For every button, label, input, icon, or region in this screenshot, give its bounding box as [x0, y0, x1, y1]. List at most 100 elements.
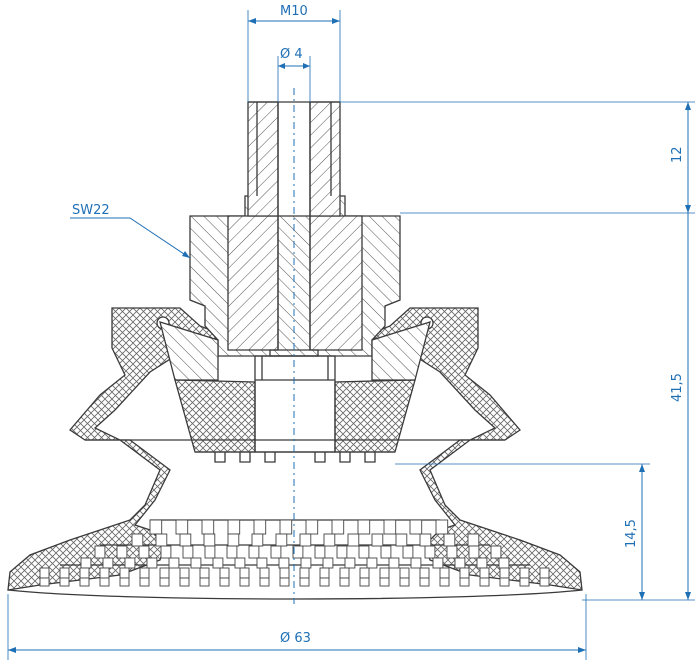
grip-rib	[270, 545, 282, 559]
grip-rib	[204, 545, 216, 559]
grip-rib	[366, 557, 378, 569]
grip-rib	[446, 545, 458, 559]
dim-height-thread-label: 12	[670, 146, 685, 163]
grip-rib	[131, 533, 144, 547]
grip-rib	[139, 567, 150, 579]
grip-rib	[155, 533, 168, 547]
grip-rib	[359, 567, 370, 579]
grip-rib	[179, 577, 190, 587]
metal-body	[159, 195, 431, 453]
grip-rib	[424, 545, 436, 559]
grip-rib	[323, 533, 336, 547]
grip-rib	[399, 577, 410, 587]
grip-rib	[179, 567, 190, 579]
dim-wrench: SW22	[70, 203, 191, 259]
dim-height-thread: 12	[340, 101, 695, 214]
grip-rib	[305, 519, 319, 535]
grip-rib	[499, 567, 510, 579]
grip-rib	[347, 533, 360, 547]
cup-base-line	[7, 589, 583, 600]
grip-rib	[439, 577, 450, 587]
grip-rib	[459, 567, 470, 579]
grip-rib	[179, 533, 192, 547]
grip-rib	[395, 533, 408, 547]
grip-rib	[380, 545, 392, 559]
grip-rib	[539, 577, 550, 587]
grip-rib	[119, 567, 130, 579]
grip-rib	[116, 545, 128, 559]
grip-rib	[498, 557, 510, 569]
grip-rib	[139, 577, 150, 587]
grip-rib	[175, 519, 189, 535]
grip-rib	[459, 577, 470, 587]
grip-rib	[256, 557, 268, 569]
grip-rib	[379, 567, 390, 579]
grip-rib	[357, 519, 371, 535]
grip-rib	[227, 519, 241, 535]
dim-diameter-label: Ø 63	[280, 631, 311, 646]
grip-rib	[279, 577, 290, 587]
grip-rib	[138, 545, 150, 559]
grip-rib	[39, 577, 50, 587]
grip-rib	[160, 545, 172, 559]
grip-rib	[402, 545, 414, 559]
grip-rib	[159, 577, 170, 587]
grip-rib	[388, 557, 400, 569]
grip-rib	[149, 519, 163, 535]
grip-rib	[322, 557, 334, 569]
grip-ribs	[39, 519, 550, 587]
grip-rib	[59, 577, 70, 587]
dim-diameter: Ø 63	[7, 594, 587, 660]
grip-rib	[275, 533, 288, 547]
grip-rib	[199, 567, 210, 579]
grip-rib	[279, 567, 290, 579]
grip-rib	[99, 567, 110, 579]
threaded-stud	[247, 101, 341, 357]
grip-rib	[319, 577, 330, 587]
grip-rib	[476, 557, 488, 569]
grip-rib	[454, 557, 466, 569]
grip-rib	[371, 533, 384, 547]
grip-rib	[468, 545, 480, 559]
dim-wrench-label: SW22	[72, 203, 110, 218]
grip-rib	[146, 557, 158, 569]
dim-bore: Ø 4	[277, 47, 311, 102]
grip-rib	[251, 533, 264, 547]
dim-height-bellows-label: 14,5	[624, 519, 639, 548]
grip-rib	[359, 577, 370, 587]
grip-rib	[339, 577, 350, 587]
grip-rib	[479, 577, 490, 587]
grip-rib	[159, 567, 170, 579]
grip-rib	[499, 577, 510, 587]
grip-rib	[259, 567, 270, 579]
grip-rib	[239, 567, 250, 579]
grip-rib	[383, 519, 397, 535]
inner-support	[85, 379, 505, 463]
grip-rib	[336, 545, 348, 559]
grip-rib	[379, 577, 390, 587]
grip-rib	[94, 545, 106, 559]
grip-rib	[79, 567, 90, 579]
grip-rib	[331, 519, 345, 535]
grip-rib	[432, 557, 444, 569]
grip-rib	[439, 567, 450, 579]
dim-thread-label: M10	[280, 4, 308, 19]
dim-height-body: 41,5	[670, 213, 691, 600]
grip-rib	[212, 557, 224, 569]
grip-rib	[419, 533, 432, 547]
grip-rib	[182, 545, 194, 559]
grip-rib	[59, 567, 70, 579]
grip-rib	[219, 577, 230, 587]
grip-rib	[259, 577, 270, 587]
grip-rib	[219, 567, 230, 579]
grip-rib	[299, 577, 310, 587]
grip-rib	[99, 577, 110, 587]
grip-rib	[226, 545, 238, 559]
grip-rib	[102, 557, 114, 569]
grip-rib	[519, 577, 530, 587]
dim-height-bellows: 14,5	[395, 463, 695, 601]
grip-rib	[410, 557, 422, 569]
dim-bore-label: Ø 4	[280, 47, 303, 62]
dim-height-body-label: 41,5	[670, 373, 685, 402]
